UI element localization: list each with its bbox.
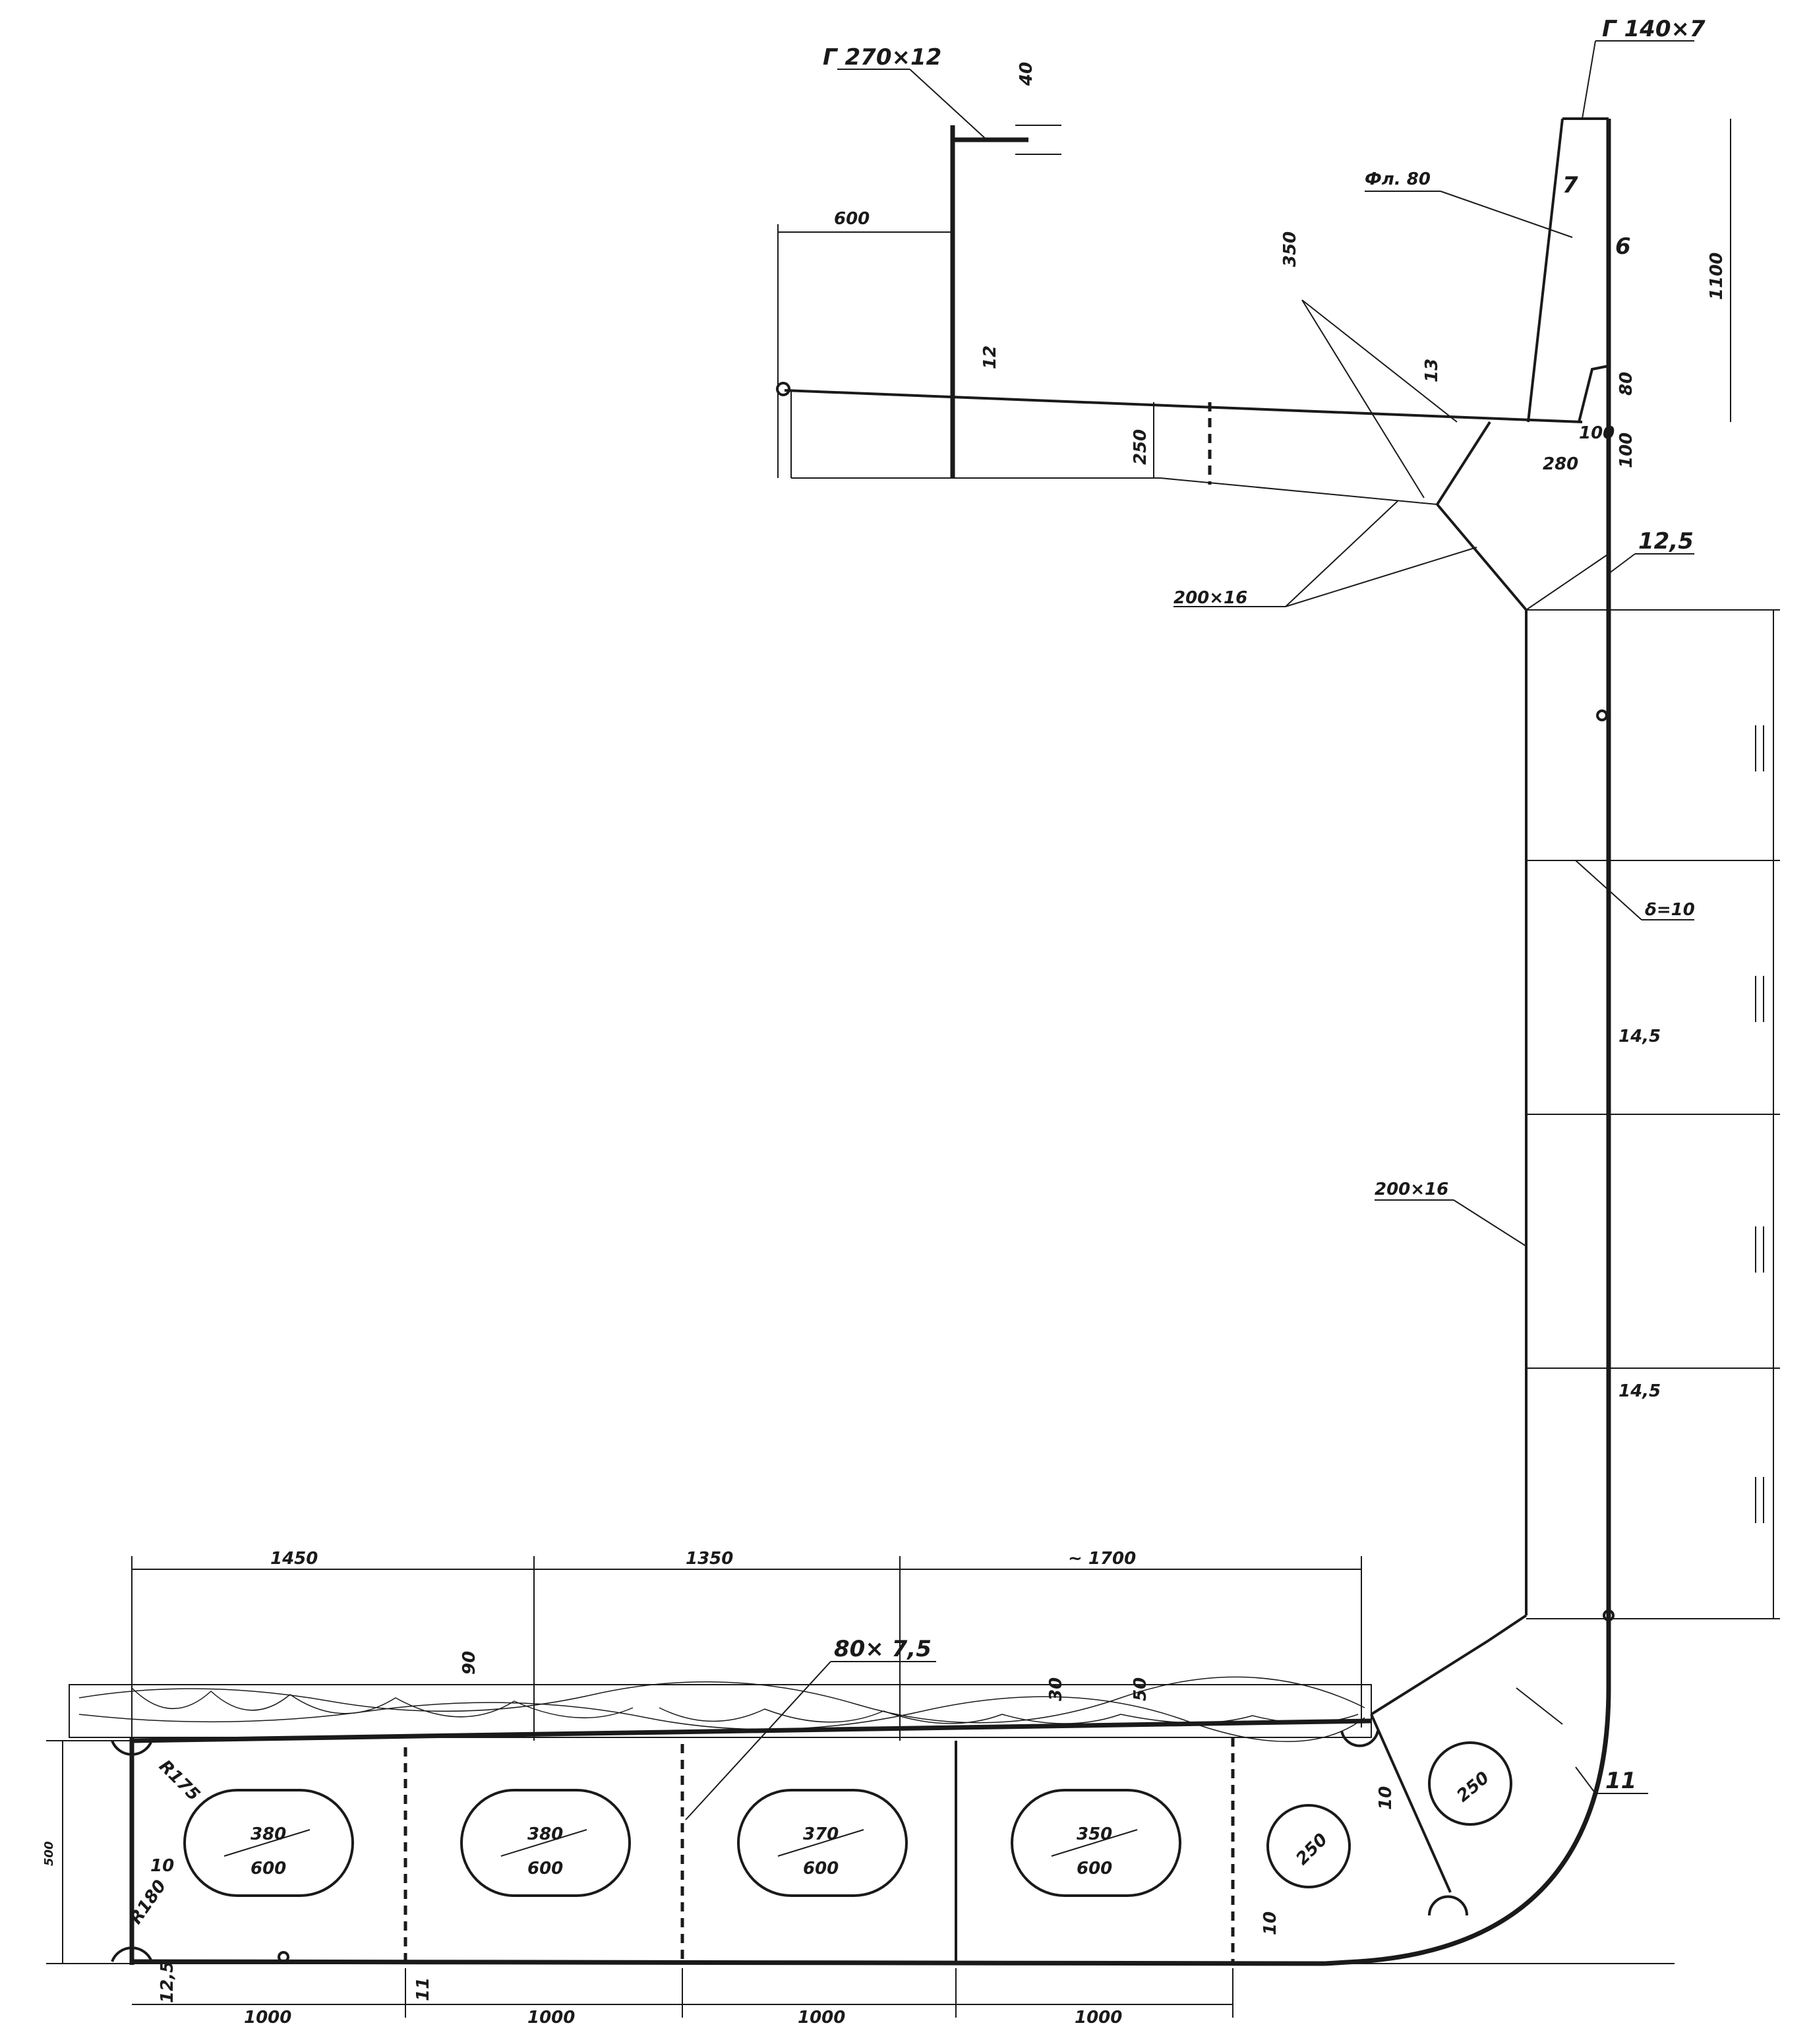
drain-hole <box>278 1951 289 1963</box>
scallop-2 <box>1428 1895 1468 1916</box>
dim-1700: ~ 1700 <box>1068 1549 1136 1569</box>
dim-7: 7 <box>1562 172 1578 198</box>
callout-labels: Г 270×12 Г 140×7 Фл. 80 200×16 200×16 δ=… <box>823 16 1706 1794</box>
dim-13: 13 <box>1422 359 1442 382</box>
dim-30: 30 <box>1046 1677 1066 1701</box>
gunwale-bar <box>1578 365 1609 423</box>
dim-12: 12 <box>980 346 1000 369</box>
opening-2-top: 380 <box>527 1824 563 1844</box>
dimension-labels: 40 600 12 250 350 13 7 6 1100 80 100 280… <box>42 62 1727 2028</box>
dim-600: 600 <box>834 209 870 229</box>
bracket-lower <box>1436 503 1528 611</box>
girder-sloped-edge <box>1160 477 1438 505</box>
dim-100a: 100 <box>1579 423 1615 443</box>
opening-3-top: 370 <box>803 1824 839 1844</box>
bracket-thickness-callout: δ=10 <box>1645 900 1695 920</box>
dim-1450: 1450 <box>270 1549 318 1569</box>
dim-100b: 100 <box>1617 433 1636 468</box>
round-hole-1-label: 250 <box>1292 1830 1332 1869</box>
side-plate-callout: 12,5 <box>1638 528 1694 555</box>
longitudinal-callout: 80× 7,5 <box>834 1636 932 1662</box>
dim-1000a: 1000 <box>244 2008 291 2028</box>
sheathing-band <box>69 1684 1372 1738</box>
opening-2-bottom: 600 <box>527 1859 563 1879</box>
bilge-plate-callout: 11 <box>1605 1768 1636 1794</box>
dim-1350: 1350 <box>686 1549 733 1569</box>
dim-500: 500 <box>42 1841 56 1866</box>
dim-50: 50 <box>1131 1677 1150 1701</box>
opening-3: 370 600 <box>737 1789 908 1897</box>
dim-12-5: 12,5 <box>158 1961 177 2003</box>
dim-10-bracket: 10 <box>1376 1786 1396 1810</box>
dim-11-bottom: 11 <box>413 1977 433 2001</box>
dim-1000b: 1000 <box>527 2008 575 2028</box>
profile-top-right: Г 140×7 <box>1602 16 1706 42</box>
dim-80: 80 <box>1617 372 1636 396</box>
dim-14-5b: 14,5 <box>1618 1381 1661 1401</box>
round-hole-2 <box>1428 1741 1512 1826</box>
bilge-bracket-upper <box>1370 1614 1528 1716</box>
deck-plate <box>784 389 1583 423</box>
opening-4: 350 600 <box>1011 1789 1181 1897</box>
round-hole-1 <box>1266 1804 1351 1888</box>
opening-1-bottom: 600 <box>251 1859 286 1879</box>
opening-1-top: 380 <box>251 1824 286 1844</box>
dim-1000d: 1000 <box>1075 2008 1122 2028</box>
dim-250: 250 <box>1131 429 1150 465</box>
dim-14-5a: 14,5 <box>1618 1027 1661 1046</box>
opening-3-bottom: 600 <box>803 1859 839 1879</box>
frame-hole-1 <box>1596 709 1608 721</box>
bracket-diag <box>1526 553 1609 611</box>
dim-10-left: 10 <box>150 1856 174 1876</box>
flange-callout: Фл. 80 <box>1365 169 1431 189</box>
bulwark-stay <box>1527 118 1564 423</box>
opening-4-bottom: 600 <box>1077 1859 1112 1879</box>
opening-2: 380 600 <box>460 1789 631 1897</box>
upper-deck-structure <box>776 117 1611 1609</box>
dim-6: 6 <box>1615 233 1631 260</box>
scallop-4 <box>111 1946 153 1962</box>
dim-280: 280 <box>1543 454 1578 474</box>
deck-bracket-callout: 200×16 <box>1173 588 1247 608</box>
bottom-structure <box>46 1609 1675 1966</box>
dim-350: 350 <box>1280 231 1300 267</box>
dim-r175: R175 <box>155 1757 204 1805</box>
round-hole-2-label: 250 <box>1453 1768 1493 1806</box>
opening-4-top: 350 <box>1077 1824 1112 1844</box>
dimension-lines <box>62 119 1731 2018</box>
bilge-stiffener <box>1516 1687 1563 1725</box>
leader-lines <box>685 40 1694 1820</box>
opening-1: 380 600 <box>183 1789 354 1897</box>
dim-1100: 1100 <box>1707 253 1727 300</box>
profile-top-left: Г 270×12 <box>823 44 941 71</box>
lightening-holes: 380 600 380 600 370 600 350 600 250 250 <box>111 1730 1512 1963</box>
deck-end-mark <box>776 382 790 396</box>
bilge-floor-edge <box>1370 1714 1452 1893</box>
dim-1000c: 1000 <box>798 2008 845 2028</box>
dim-40: 40 <box>1017 62 1036 86</box>
bilge-shell <box>1324 1609 1611 1966</box>
side-frame-callout: 200×16 <box>1375 1180 1448 1199</box>
bracket-upper <box>1436 421 1491 506</box>
scallop-3 <box>111 1740 153 1756</box>
side-frame-structure <box>1525 609 1780 1621</box>
scallop-1 <box>1340 1730 1379 1747</box>
dim-90: 90 <box>460 1651 479 1675</box>
dim-10-floor: 10 <box>1261 1911 1280 1935</box>
